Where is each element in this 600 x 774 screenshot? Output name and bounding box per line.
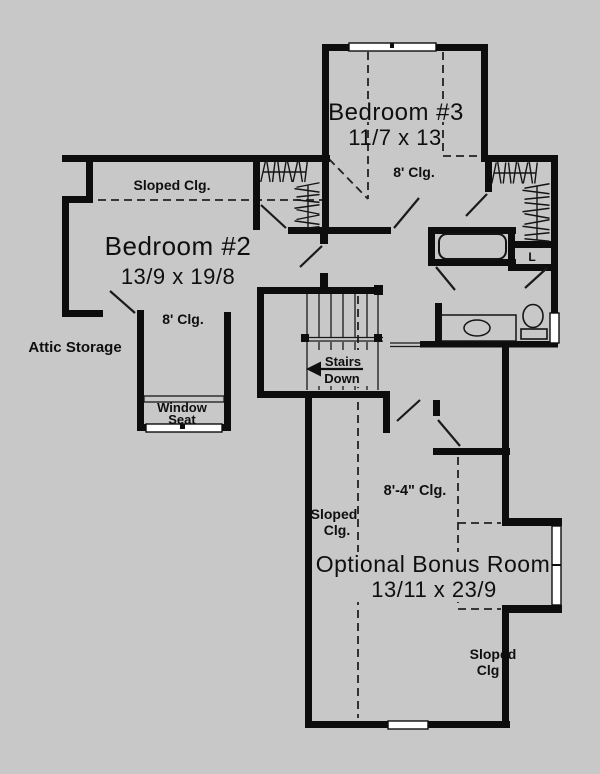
bonus-room-name: Optional Bonus Room <box>316 551 551 577</box>
bonus-sloped-right-1: Sloped <box>470 646 517 662</box>
door-swings <box>109 193 548 447</box>
window <box>387 720 429 730</box>
bathroom-fixtures <box>438 233 548 342</box>
window-mullion <box>180 424 185 429</box>
window-seat-label-2: Seat <box>168 412 196 427</box>
bonus-room-door-swing-left <box>396 399 421 422</box>
label-backing <box>327 552 541 602</box>
closet-hatch <box>491 160 538 184</box>
walkin-closet-door-swing <box>465 193 488 217</box>
bedroom2-sloped-clg-label: Sloped Clg. <box>134 177 211 193</box>
bathroom-door-swing <box>435 266 456 291</box>
bathroom-door-swing-2 <box>524 267 548 289</box>
bathtub <box>438 233 507 260</box>
bedroom2-name: Bedroom #2 <box>105 231 252 261</box>
closet-door-swing <box>260 204 287 229</box>
vanity-counter <box>440 314 517 342</box>
bonus-sloped-left-2: Clg. <box>324 522 350 538</box>
sloped-ceiling-dashed-lines <box>98 52 501 718</box>
linen-closet-label: L <box>528 250 535 264</box>
bedroom2-dims: 13/9 x 19/8 <box>121 264 235 289</box>
toilet-tank <box>520 328 548 340</box>
stairs-down-arrow <box>306 361 363 377</box>
stairs-label-2: Down <box>324 371 359 386</box>
bedroom2-door-swing <box>299 245 323 268</box>
attic-storage-label: Attic Storage <box>28 339 121 356</box>
arrow-left-icon <box>306 361 321 377</box>
attic-door-swing <box>109 290 136 314</box>
bedroom2-ceiling-label: 8' Clg. <box>162 311 203 327</box>
bonus-room-dims: 13/11 x 23/9 <box>371 577 496 602</box>
bonus-sloped-right-2: Clg <box>477 662 500 678</box>
closet-hatch <box>522 183 550 242</box>
bedroom3-ceiling-label: 8' Clg. <box>393 164 434 180</box>
window-seat-label-1: Window <box>157 400 208 415</box>
closet-hatch <box>260 159 308 183</box>
toilet-bowl <box>522 303 544 329</box>
closet-hatch <box>294 182 320 230</box>
bonus-ceiling-label: 8'-4" Clg. <box>384 483 447 499</box>
label-backing <box>332 100 460 122</box>
bedroom3-name: Bedroom #3 <box>328 99 464 126</box>
bedroom3-dims: 11/7 x 13 <box>348 125 441 150</box>
window <box>549 312 560 344</box>
windows <box>145 42 562 730</box>
stair-post <box>374 334 382 342</box>
stairs-label-1: Stairs <box>325 354 361 369</box>
window-mullion <box>390 43 394 48</box>
bonus-sloped-left-1: Sloped <box>311 506 358 522</box>
stair-post <box>301 334 309 342</box>
labels: Sloped Clg. Bedroom #2 13/9 x 19/8 8' Cl… <box>28 99 551 678</box>
bonus-room-door-swing-right <box>437 419 461 447</box>
bedroom3-door-swing <box>393 197 420 229</box>
sink <box>463 319 491 337</box>
